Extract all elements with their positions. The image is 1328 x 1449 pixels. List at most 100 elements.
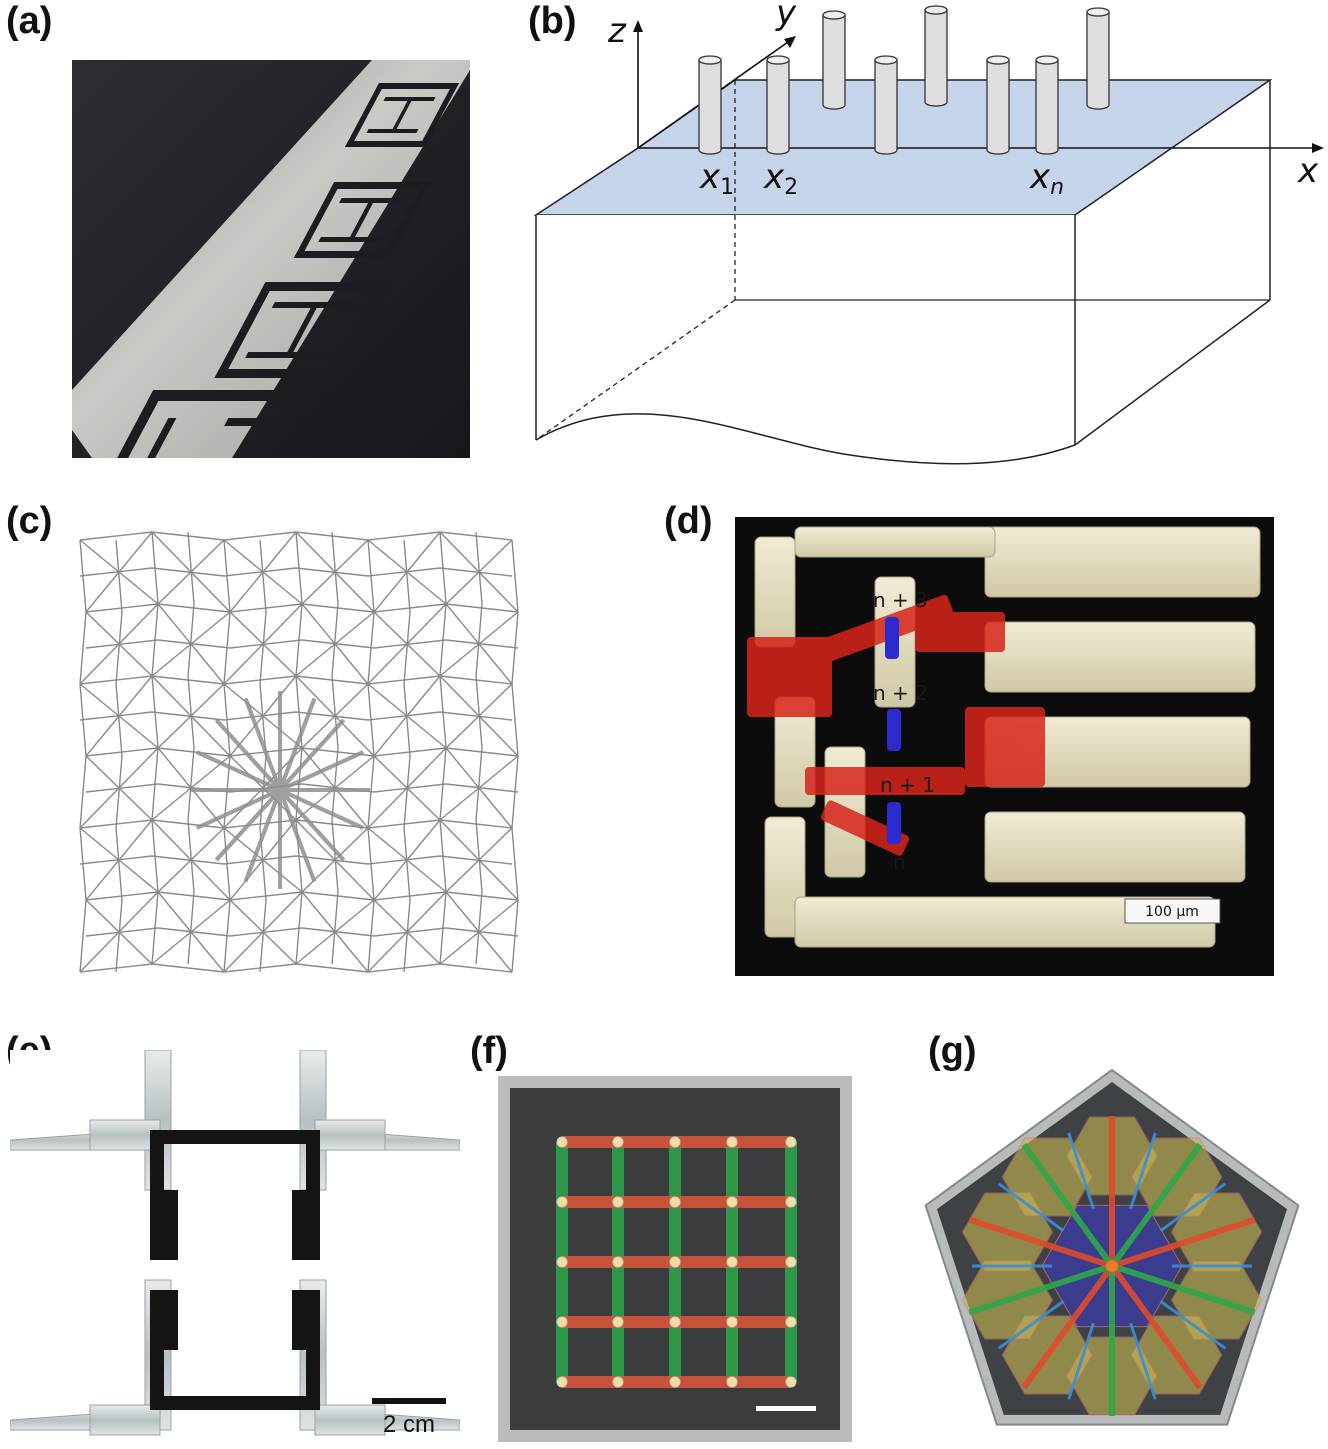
resonator-top — [1086, 7, 1110, 17]
lattice-strut — [79, 827, 120, 861]
lattice-strut — [229, 639, 303, 649]
lattice-strut — [295, 675, 336, 717]
lattice-strut — [262, 571, 303, 605]
lattice-strut — [118, 787, 153, 821]
lattice-strut — [85, 899, 120, 933]
lattice-strut — [190, 611, 231, 645]
lattice-strut — [334, 683, 369, 717]
resonator-top — [766, 55, 790, 65]
lattice-strut — [403, 539, 411, 613]
lattice-strut — [475, 819, 483, 893]
grid-node — [785, 1256, 797, 1268]
lattice-strut — [190, 539, 225, 573]
lattice-strut — [157, 927, 231, 937]
lattice-strut — [331, 531, 339, 605]
lattice-strut — [445, 603, 480, 645]
lattice-strut — [151, 931, 192, 965]
lattice-strut — [118, 531, 153, 573]
lattice-strut — [157, 603, 192, 645]
lattice-strut — [478, 899, 519, 933]
lattice-strut — [367, 963, 441, 973]
pentagon-spoke — [1021, 1142, 1115, 1268]
lattice-strut — [190, 715, 231, 757]
lattice-strut — [151, 567, 225, 577]
resonator-top — [986, 55, 1010, 65]
lattice-strut — [475, 747, 483, 821]
lattice-strut — [439, 675, 480, 717]
lattice-strut — [262, 603, 303, 645]
panel-label-f: (f) — [470, 1030, 508, 1072]
pentagon-secondary-spoke — [997, 1182, 1065, 1232]
lattice-strut — [478, 859, 519, 901]
lattice-strut — [79, 711, 153, 721]
lattice-strut — [151, 747, 159, 821]
panel-d-render: n + 3 n + 2 n + 1 n 100 µm — [735, 517, 1274, 976]
lattice-strut — [118, 603, 159, 645]
lattice-strut — [367, 531, 441, 541]
lattice-strut — [367, 683, 408, 717]
resonator-cylinder — [1035, 59, 1059, 155]
scalebar-d-label: 100 µm — [1145, 904, 1199, 920]
resonator-top — [822, 10, 846, 20]
lattice-strut — [118, 643, 153, 677]
lattice-strut — [79, 643, 120, 685]
grid-node — [612, 1376, 624, 1388]
lattice-strut — [190, 683, 225, 717]
lattice-strut — [331, 747, 339, 821]
lattice-strut — [262, 715, 303, 749]
grid-node — [669, 1316, 681, 1328]
lattice-strut — [187, 675, 195, 749]
lattice-strut — [229, 603, 303, 613]
lattice-strut — [295, 855, 369, 865]
lattice-strut — [157, 715, 192, 749]
lattice-strut — [439, 931, 480, 965]
lattice-strut — [295, 531, 336, 573]
grid-node — [726, 1256, 738, 1268]
lattice-strut — [478, 827, 513, 861]
resonator-top — [1035, 55, 1059, 65]
lattice-strut — [373, 891, 447, 901]
grid-node — [785, 1376, 797, 1388]
scalebar-e — [372, 1398, 446, 1404]
lattice-strut — [334, 899, 375, 933]
lattice-strut — [445, 571, 480, 605]
grid-node — [556, 1256, 568, 1268]
lattice-strut — [367, 611, 375, 685]
lattice-strut — [367, 675, 441, 685]
lattice-strut — [373, 715, 408, 757]
pentagon-secondary-spoke — [1067, 1132, 1095, 1210]
lattice-strut — [478, 755, 519, 789]
lattice-strut — [85, 859, 120, 901]
z-axis-label: z — [607, 11, 627, 51]
lattice-strut — [151, 963, 225, 973]
lattice-strut — [478, 539, 513, 573]
lattice-strut — [115, 611, 123, 685]
lattice-strut — [478, 683, 513, 717]
layer-label-n2: n + 2 — [873, 681, 928, 705]
lattice-strut — [334, 643, 369, 685]
grid-node — [556, 1316, 568, 1328]
panel-label-a: (a) — [6, 0, 53, 42]
lattice-strut — [478, 643, 513, 685]
lattice-strut — [334, 611, 375, 645]
lattice-strut — [439, 603, 447, 677]
lattice-strut — [259, 539, 267, 613]
lattice-strut — [85, 715, 120, 757]
lattice-strut — [229, 611, 264, 645]
lattice-strut — [334, 755, 375, 789]
grid-node — [612, 1256, 624, 1268]
lattice-strut — [406, 747, 447, 789]
grid-node — [785, 1196, 797, 1208]
scalebar-f — [756, 1406, 816, 1411]
grid-node — [785, 1136, 797, 1148]
lattice-strut — [301, 927, 375, 937]
grid-node — [669, 1136, 681, 1148]
lattice-strut — [187, 747, 195, 821]
lattice-strut — [334, 539, 369, 573]
grid-node — [556, 1136, 568, 1148]
lattice-strut — [151, 675, 192, 717]
lattice-strut — [223, 531, 297, 541]
lattice-strut — [85, 747, 159, 757]
lattice-strut — [439, 819, 480, 861]
marker-x1: x1 — [699, 157, 734, 200]
